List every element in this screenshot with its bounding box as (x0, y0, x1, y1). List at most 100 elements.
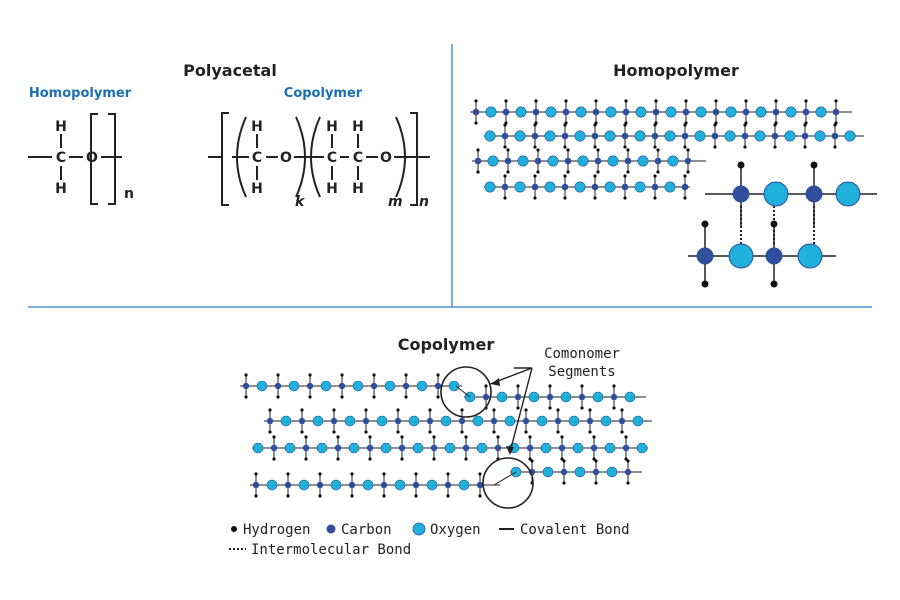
oxygen-atom (724, 130, 736, 142)
oxygen-atom (604, 181, 616, 193)
oxygen-atom (330, 479, 342, 491)
hydrogen-atom (300, 408, 304, 412)
hydrogen-atom (714, 99, 718, 103)
hydrogen-atom (308, 395, 312, 399)
hydrogen-atom (833, 123, 837, 127)
hydrogen-atom (286, 472, 290, 476)
hydrogen-atom (464, 435, 468, 439)
carbon-atom (592, 108, 600, 116)
zoom-background (690, 162, 880, 294)
oxygen-atom (252, 442, 264, 454)
copolymer-panel-title: Copolymer (398, 335, 495, 354)
oxygen-atom (416, 380, 428, 392)
hydrogen-atom (476, 148, 480, 152)
zoom-oxygen (728, 243, 754, 269)
carbon-atom (330, 417, 338, 425)
zoom-hydrogen (770, 280, 778, 288)
hydrogen-atom (626, 459, 630, 463)
hydrogen-atom (533, 145, 537, 149)
oxygen-atom (665, 106, 677, 118)
oxygen-atom (448, 380, 460, 392)
co-oxygen-2: O (380, 150, 392, 166)
carbon-atom (462, 444, 470, 452)
oxygen-atom (540, 442, 552, 454)
carbon-atom (651, 132, 659, 140)
carbon-atom (712, 108, 720, 116)
oxygen-atom (634, 130, 646, 142)
carbon-atom (504, 157, 512, 165)
hydrogen-atom (400, 457, 404, 461)
copolymer-chains (240, 373, 652, 498)
carbon-atom (682, 108, 690, 116)
hydrogen-atom (623, 174, 627, 178)
hydrogen-atom (300, 430, 304, 434)
carbon-atom (362, 417, 370, 425)
oxygen-atom (574, 130, 586, 142)
hydrogen-atom (588, 430, 592, 434)
hydrogen-atom (803, 123, 807, 127)
hydrogen-atom (364, 430, 368, 434)
hydrogen-atom (626, 148, 630, 152)
carbon-atom (266, 417, 274, 425)
hydrogen-atom (506, 148, 510, 152)
hydrogen-atom (592, 435, 596, 439)
carbon-atom (348, 481, 356, 489)
oxygen-atom (362, 479, 374, 491)
co-chain-1b (464, 384, 646, 410)
oxygen-atom (408, 415, 420, 427)
hydrogen-atom (563, 145, 567, 149)
oxygen-atom (560, 391, 572, 403)
hydrogen-atom (382, 472, 386, 476)
legend-oxygen-dot (412, 522, 426, 536)
hydrogen-atom (272, 457, 276, 461)
carbon-atom (592, 468, 600, 476)
carbon-atom (402, 382, 410, 390)
hydrogen-atom (340, 373, 344, 377)
hydrogen-atom (404, 373, 408, 377)
oxygen-atom (604, 442, 616, 454)
hydrogen-atom (556, 408, 560, 412)
oxygen-atom (572, 442, 584, 454)
oxygen-atom (458, 479, 470, 491)
hydrogen-atom (536, 170, 540, 174)
hydrogen-atom (336, 435, 340, 439)
carbon-atom (474, 157, 482, 165)
hydrogen-atom (683, 145, 687, 149)
callout-arrow-bottom (506, 446, 514, 455)
co-chain-2 (264, 408, 652, 434)
carbon-atom (832, 108, 840, 116)
oxygen-atom (604, 130, 616, 142)
co-carbon-2: C (327, 150, 337, 166)
oxygen-atom (316, 442, 328, 454)
oxygen-atom (256, 380, 268, 392)
carbon-atom (380, 481, 388, 489)
oxygen-atom (574, 181, 586, 193)
zoom-carbon (765, 247, 783, 265)
oxygen-atom (517, 155, 529, 167)
hydrogen-atom (683, 123, 687, 127)
copolymer-label: Copolymer (284, 86, 363, 101)
hydrogen-atom (612, 406, 616, 410)
comonomer-link (455, 385, 471, 398)
oxygen-atom (636, 442, 648, 454)
hydrogen-atom (272, 435, 276, 439)
hydrogen-atom (588, 408, 592, 412)
hydrogen-atom (563, 174, 567, 178)
carbon-atom (522, 417, 530, 425)
carbon-atom (394, 417, 402, 425)
hydrogen-atom (566, 148, 570, 152)
hydrogen-atom (496, 435, 500, 439)
homo-chain-4 (484, 174, 696, 200)
oxygen-atom (284, 442, 296, 454)
hydrogen-atom (533, 123, 537, 127)
hydrogen-atom (623, 196, 627, 200)
legend-covalent: Covalent Bond (520, 522, 630, 538)
carbon-atom (801, 132, 809, 140)
oxygen-atom (815, 106, 827, 118)
oxygen-atom (312, 415, 324, 427)
carbon-atom (546, 393, 554, 401)
co-subscript-m: m (388, 194, 403, 210)
carbon-atom (514, 393, 522, 401)
carbon-atom (302, 444, 310, 452)
legend-oxygen: Oxygen (430, 522, 481, 538)
